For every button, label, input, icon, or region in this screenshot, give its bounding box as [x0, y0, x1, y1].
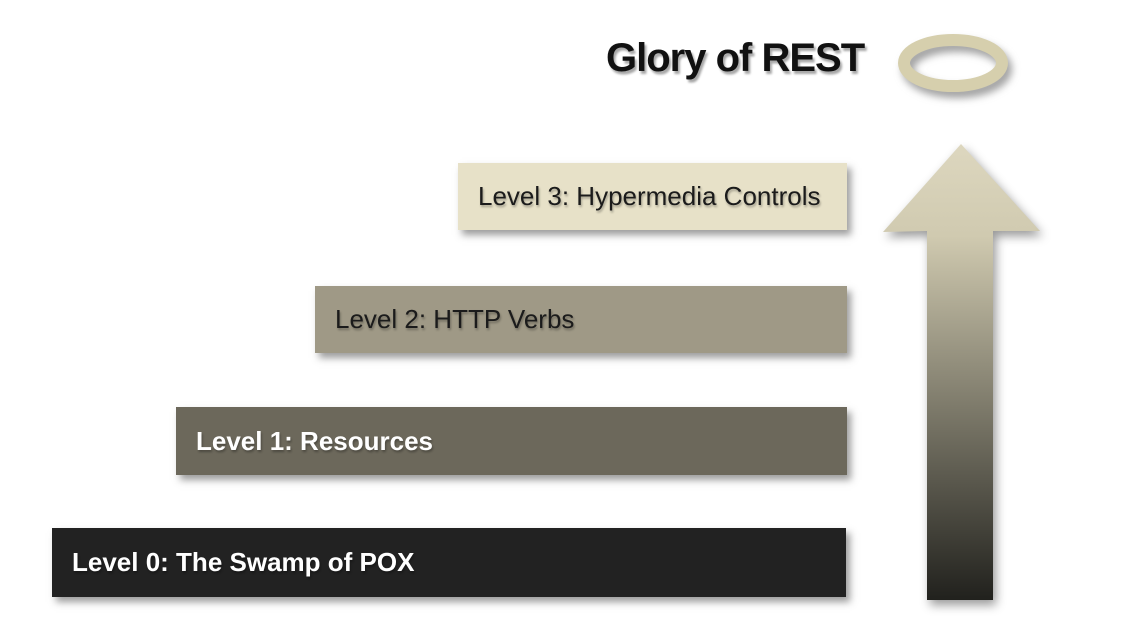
up-arrow-icon — [883, 144, 1040, 600]
level-3-bar: Level 3: Hypermedia Controls — [458, 163, 847, 230]
level-1-bar: Level 1: Resources — [176, 407, 847, 475]
level-0-bar: Level 0: The Swamp of POX — [52, 528, 846, 597]
diagram-title: Glory of REST — [606, 36, 865, 80]
level-2-bar: Level 2: HTTP Verbs — [315, 286, 847, 353]
halo-icon — [898, 34, 1008, 92]
